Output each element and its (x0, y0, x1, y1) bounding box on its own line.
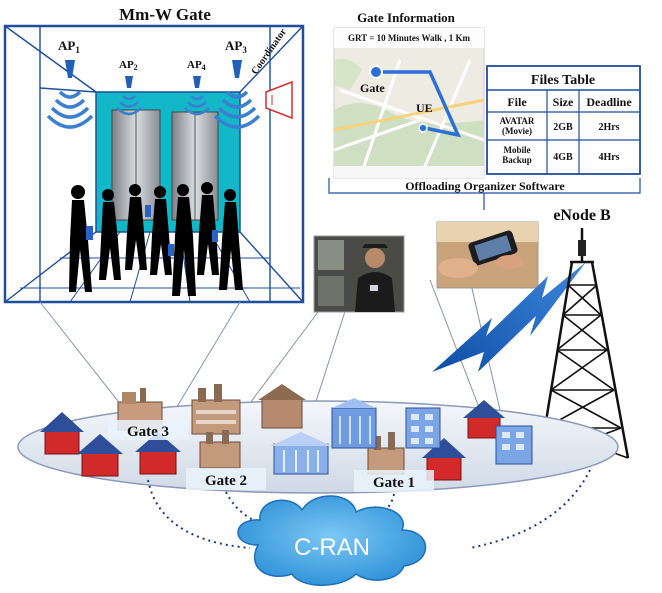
office-building-icon (331, 398, 377, 449)
files-table: Files Table File Size Deadline AVATAR (M… (486, 65, 641, 175)
person-icon (219, 189, 243, 290)
ap1-sub: 1 (75, 45, 80, 55)
person-icon (99, 189, 121, 280)
row1-file-line1: AVATAR (500, 116, 535, 126)
factory-icon (258, 384, 306, 429)
row2-file-line1: Mobile (504, 145, 531, 155)
ap3-sub: 3 (242, 45, 247, 55)
svg-text:AP3: AP3 (225, 38, 247, 55)
wifi-signal-icon (116, 95, 142, 116)
header-file: File (507, 95, 527, 109)
walking-route (376, 70, 461, 138)
software-label: Offloading Organizer Software (405, 179, 565, 193)
row1-size: 2GB (553, 122, 573, 133)
antenna-icon (65, 60, 75, 78)
crowd-silhouettes (69, 182, 243, 296)
gate-2-label: Gate 2 (205, 473, 247, 489)
svg-text:AP1: AP1 (58, 38, 80, 55)
phone-icon (145, 205, 151, 217)
header-deadline: Deadline (586, 95, 632, 109)
antenna-icon (193, 76, 201, 88)
ap4-sub: 4 (202, 63, 206, 72)
phone-icon (212, 230, 218, 242)
enodeb-tower: eNode B (538, 207, 630, 459)
gate-info-panel: Gate Information GRT = 10 Minutes Walk ,… (328, 10, 641, 210)
row1-deadline: 2Hrs (598, 122, 619, 133)
wifi-signal-icon (184, 95, 210, 116)
ap2-sub: 2 (134, 63, 138, 72)
ap1-name: AP (58, 38, 75, 53)
wireless-link-lightning (432, 262, 586, 372)
map-gate-label: Gate (360, 81, 385, 95)
gate-3-label: Gate 3 (127, 424, 169, 440)
ap3-name: AP (225, 38, 242, 53)
grt-text: GRT = 10 Minutes Walk , 1 Km (348, 33, 470, 43)
mmw-gate-panel: Mm-W Gate AP1 (3, 5, 305, 304)
cran-label: C-RAN (294, 534, 370, 561)
person-icon (197, 182, 219, 275)
wifi-signal-icon (46, 90, 94, 129)
row1-file-line2: (Movie) (502, 126, 532, 136)
factory-icon (191, 384, 241, 435)
office-building-icon (495, 425, 533, 465)
gate-info-title: Gate Information (357, 10, 456, 25)
row2-size: 4GB (553, 152, 573, 163)
gate-panel-title: Mm-W Gate (119, 5, 211, 24)
gate-labels: Gate 3 Gate 2 Gate 1 (108, 420, 434, 492)
person-icon (172, 184, 196, 296)
person-icon (125, 184, 147, 270)
antenna-icon (578, 240, 586, 256)
access-point-ap3: AP3 (213, 38, 261, 129)
city-buildings (40, 384, 533, 481)
factory-icon (199, 430, 241, 469)
ap4-name: AP (187, 59, 202, 71)
wifi-signal-icon (213, 90, 261, 129)
phone-icon (86, 226, 93, 240)
header-size: Size (553, 95, 574, 109)
office-building-icon (405, 407, 441, 449)
antenna-icon (232, 60, 242, 78)
gate-1-label: Gate 1 (373, 475, 415, 491)
enodeb-label: eNode B (553, 207, 611, 224)
room-perspective-lines (4, 25, 304, 303)
access-point-ap2: AP2 (116, 59, 142, 116)
map-ue-label: UE (416, 101, 433, 115)
map-terrain (333, 58, 485, 179)
person-icon (69, 185, 92, 292)
access-point-ap1: AP1 (46, 38, 94, 129)
office-building-icon (270, 432, 332, 475)
ue-location-icon (418, 123, 428, 133)
svg-text:AP4: AP4 (187, 59, 206, 72)
phone-icon (168, 244, 174, 256)
row2-file-line2: Backup (502, 155, 532, 165)
svg-text:AP2: AP2 (119, 59, 138, 72)
antenna-icon (125, 76, 133, 88)
train-passenger-photo (313, 235, 405, 313)
person-icon (150, 186, 172, 275)
phone-icon (370, 285, 378, 291)
coordinator-icon (265, 80, 293, 120)
house-icon (77, 434, 123, 477)
cloud-icon (237, 495, 427, 586)
ap2-name: AP (119, 59, 134, 71)
smartphone-photo (436, 221, 539, 289)
house-icon (40, 412, 84, 455)
factory-icon (367, 432, 405, 475)
gate-pin-icon (369, 65, 383, 79)
cran-cloud: C-RAN (237, 495, 427, 586)
files-table-title: Files Table (531, 73, 595, 88)
house-icon (135, 432, 181, 475)
row2-deadline: 4Hrs (598, 152, 619, 163)
access-point-ap4: AP4 (184, 59, 210, 116)
